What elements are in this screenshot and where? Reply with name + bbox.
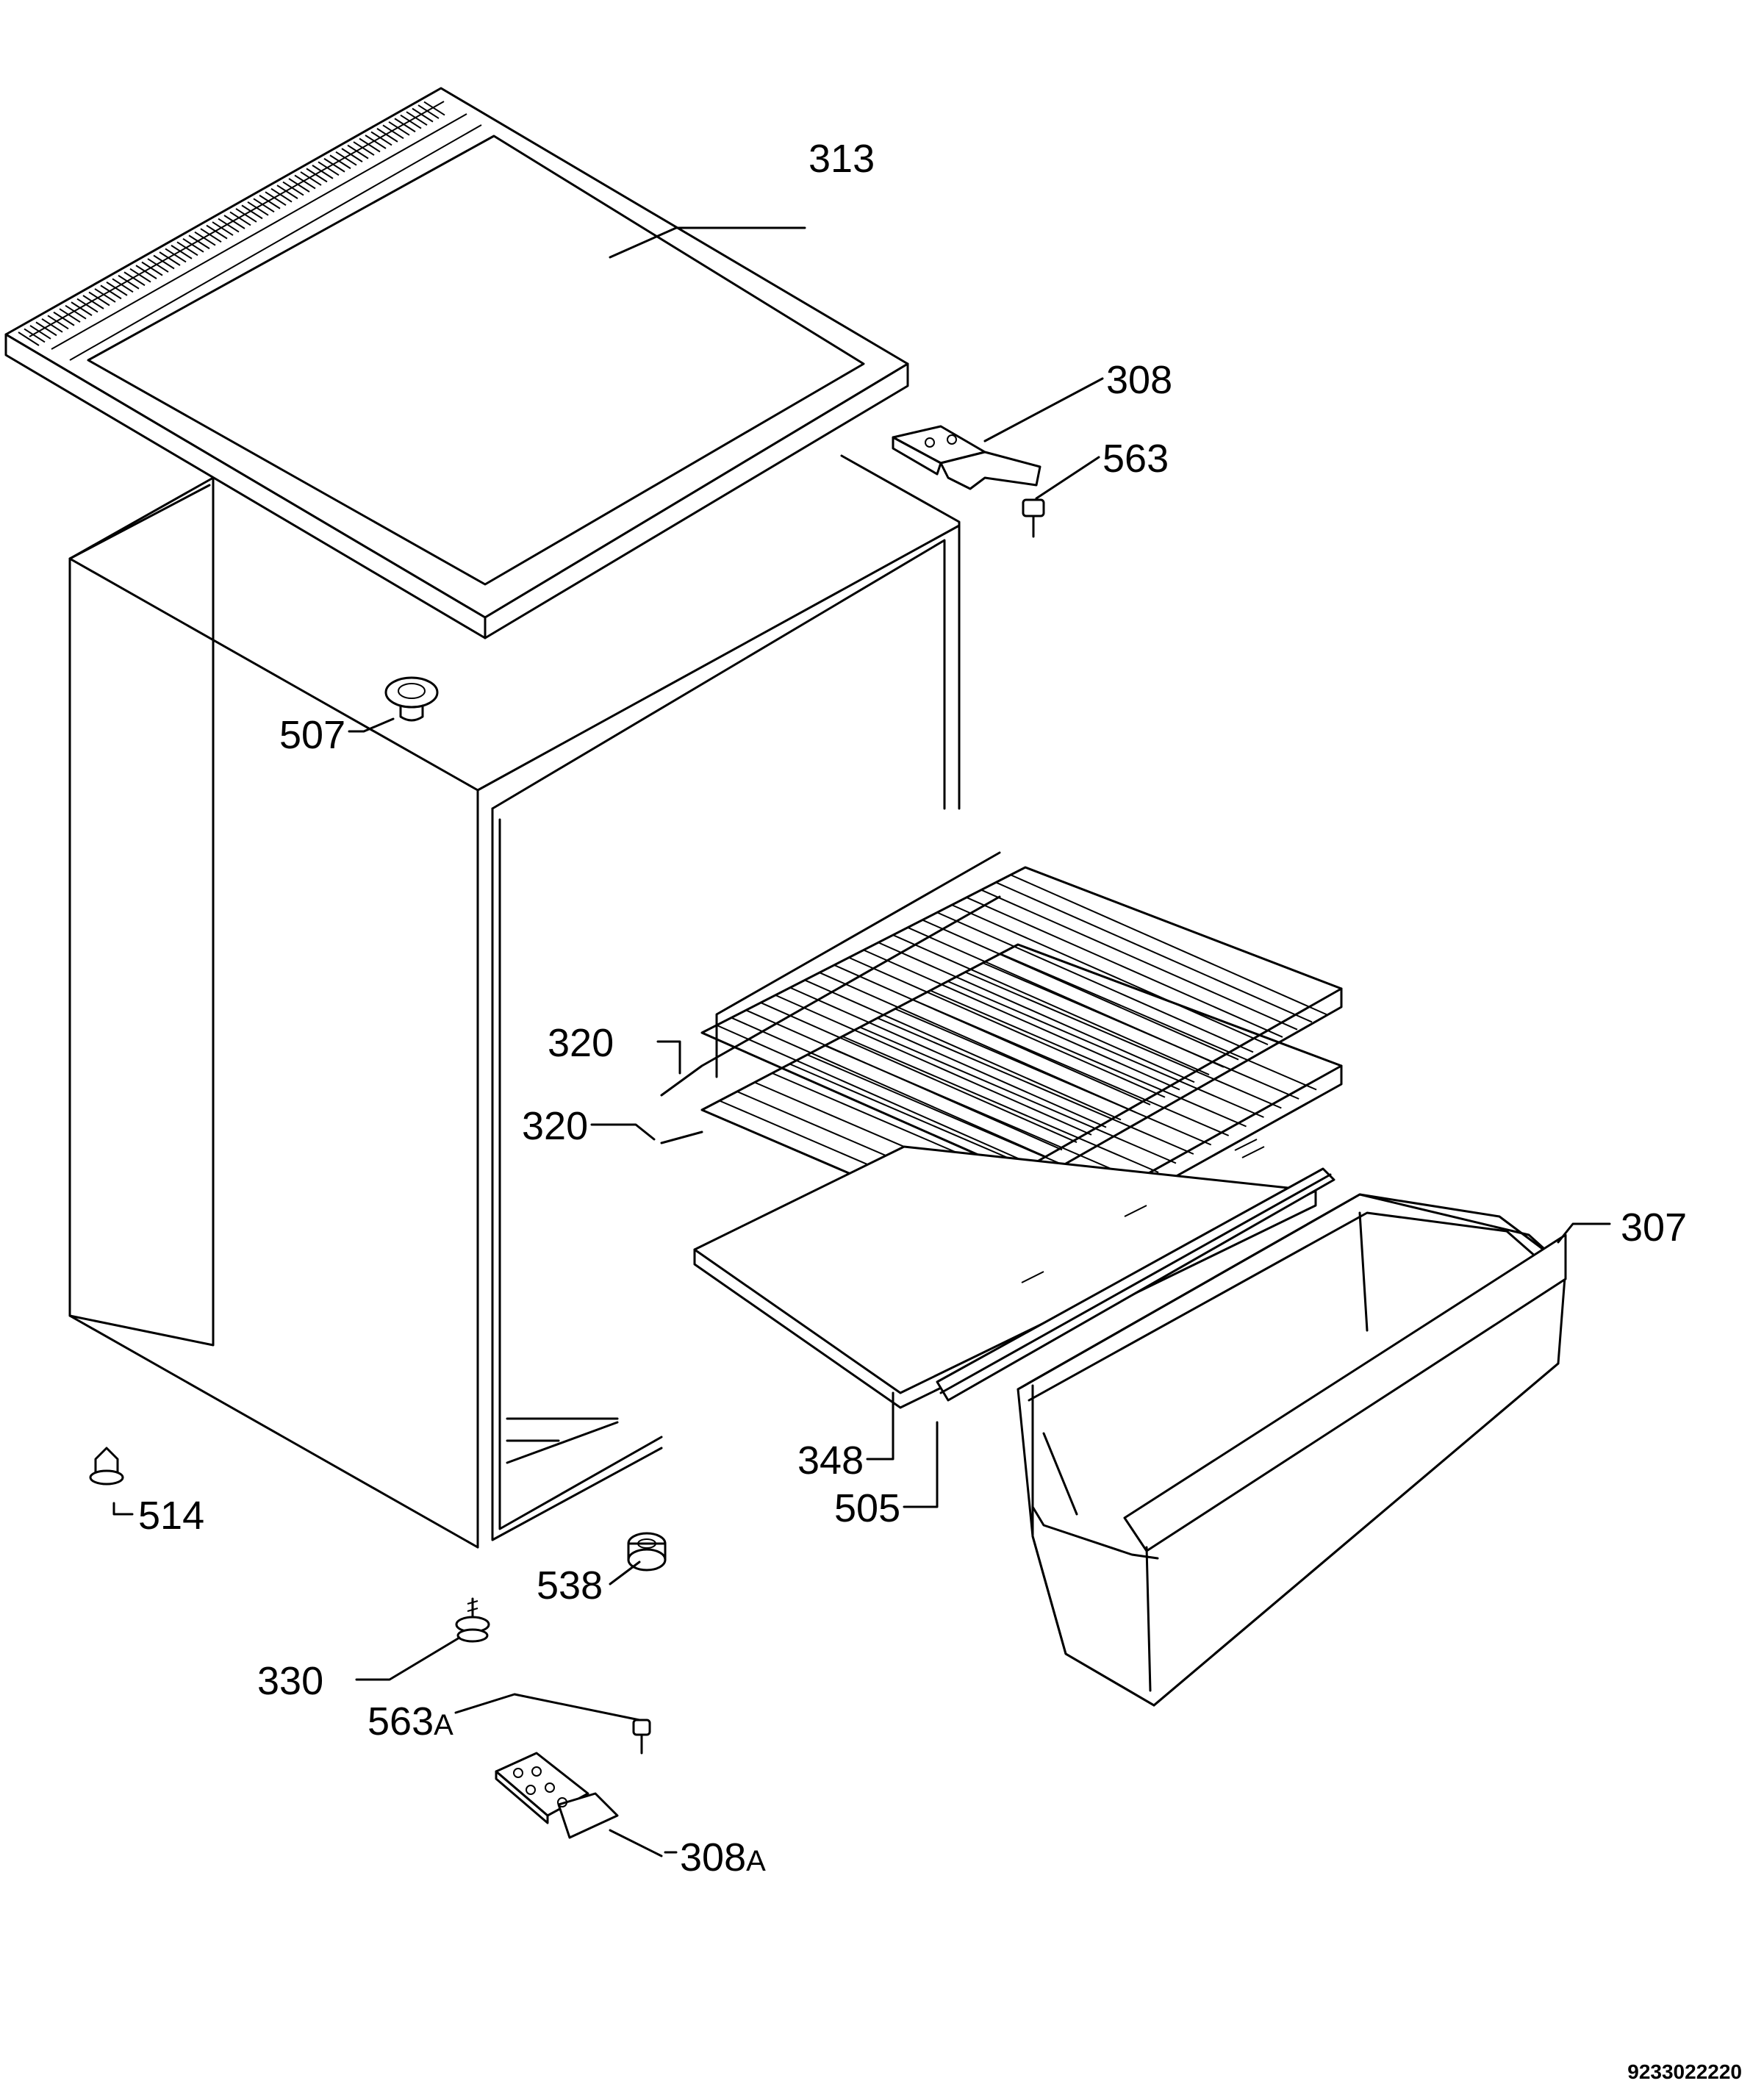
top-cover [4,87,909,639]
label-563: 563 [1102,437,1169,481]
trim-strip [936,1167,1335,1402]
crisper-bin [1017,1193,1567,1707]
wire-shelf-upper [660,851,1343,1192]
label-505: 505 [834,1486,900,1530]
label-308: 308 [1106,358,1172,402]
label-308a: 308A [680,1835,766,1880]
label-514: 514 [138,1494,204,1538]
label-320-lower: 320 [522,1104,588,1148]
leader-lines [112,226,1611,1857]
label-538: 538 [537,1563,603,1608]
hinge-lower [495,1752,619,1839]
label-320-upper: 320 [548,1021,614,1065]
hinge-upper [892,425,1041,490]
screw-foot [455,1597,490,1643]
label-563a: 563A [368,1699,453,1744]
adjustable-foot [89,1447,124,1486]
spacer-bush [627,1532,667,1572]
cabinet [68,454,961,1549]
label-348: 348 [797,1438,864,1483]
label-313: 313 [808,137,875,181]
screw-lower [632,1719,651,1755]
label-507: 507 [279,713,345,757]
label-307: 307 [1621,1205,1687,1250]
label-330: 330 [257,1659,323,1703]
drawing-code: 9233022220 [1627,2060,1742,2083]
screw-upper [1022,498,1045,538]
plug-top [384,676,439,722]
